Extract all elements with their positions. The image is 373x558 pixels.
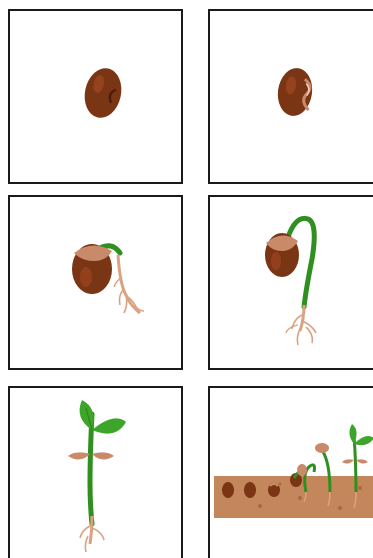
soil-growth-sequence-icon bbox=[210, 388, 373, 558]
splitting-seed-icon bbox=[210, 11, 373, 182]
panel-shoot-hook bbox=[208, 195, 373, 370]
germinating-seed-icon bbox=[10, 197, 181, 368]
panel-root-emerging bbox=[8, 195, 183, 370]
bean-seed-icon bbox=[10, 11, 181, 182]
seedling-icon bbox=[10, 388, 181, 558]
panel-soil-sequence bbox=[208, 386, 373, 558]
panel-seedling bbox=[8, 386, 183, 558]
panel-seed-splitting bbox=[208, 9, 373, 184]
panel-seed bbox=[8, 9, 183, 184]
hooked-sprout-icon bbox=[210, 197, 373, 368]
